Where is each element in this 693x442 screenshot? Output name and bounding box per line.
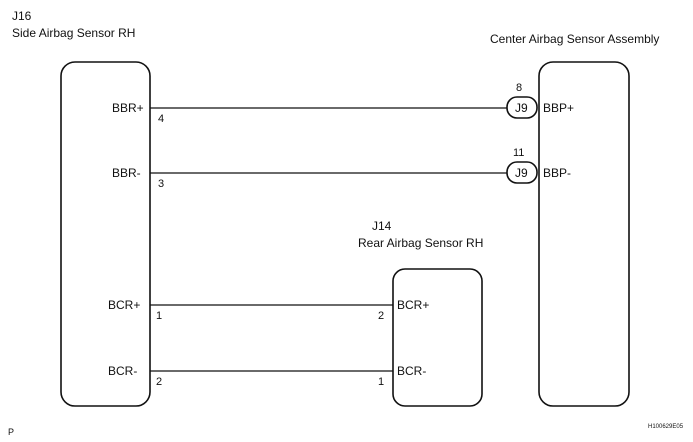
j16-title: Side Airbag Sensor RH [12, 26, 135, 40]
j14-terminal-bcr-minus: BCR- [397, 364, 426, 378]
center-title: Center Airbag Sensor Assembly [490, 32, 659, 46]
figure-code: H100629E05 [648, 424, 684, 430]
j16-terminal-bcr-plus: BCR+ [108, 298, 140, 312]
center-terminal-bbp-minus: BBP- [543, 166, 571, 180]
j16-terminal-bbr-plus: BBR+ [112, 101, 144, 115]
j16-terminal-bbr-minus: BBR- [112, 166, 141, 180]
connector-j9-label-top: J9 [515, 101, 528, 115]
j16-component-box [60, 61, 151, 407]
center-pin-8: 8 [516, 82, 522, 94]
j16-code: J16 [12, 9, 32, 23]
connector-j9-pin-11 [506, 161, 538, 184]
j14-title: Rear Airbag Sensor RH [358, 236, 483, 250]
center-component-box [538, 61, 630, 407]
connector-j9-label-bottom: J9 [515, 166, 528, 180]
j16-terminal-bcr-minus: BCR- [108, 364, 137, 378]
j16-pin-2: 2 [156, 376, 162, 388]
j16-pin-1: 1 [156, 310, 162, 322]
j14-terminal-bcr-plus: BCR+ [397, 298, 429, 312]
j14-component-box [392, 268, 483, 407]
center-terminal-bbp-plus: BBP+ [543, 101, 574, 115]
j16-pin-3: 3 [158, 178, 164, 190]
j16-pin-4: 4 [158, 113, 164, 125]
j14-pin-2: 2 [378, 310, 384, 322]
j14-pin-1: 1 [378, 376, 384, 388]
center-pin-11: 11 [513, 147, 524, 159]
corner-letter: P [8, 427, 14, 437]
j14-code: J14 [372, 219, 392, 233]
connector-j9-pin-8 [506, 96, 538, 119]
